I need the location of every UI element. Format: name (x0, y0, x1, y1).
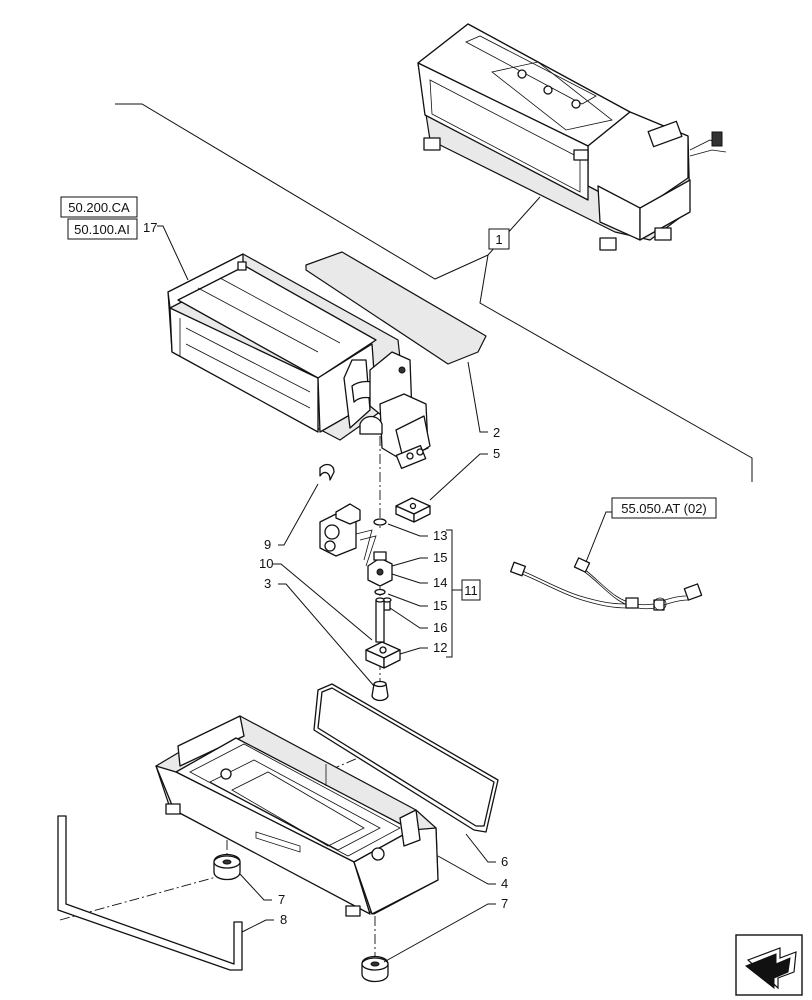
callout-3-label: 3 (264, 576, 271, 591)
arrow-back-icon[interactable] (735, 934, 803, 996)
callout-7a-leader (239, 873, 272, 901)
reference-50-200-ca[interactable]: 50.200.CA (60, 196, 138, 218)
callout-13-leader (387, 523, 428, 537)
solenoid-valve (319, 503, 377, 567)
rubber-foot-lower (361, 955, 389, 983)
callout-7a-label: 7 (278, 892, 285, 907)
mounting-block (395, 497, 431, 523)
callout-11: 11 (461, 579, 481, 601)
harness-reference-leader (585, 511, 612, 563)
kit-11-bracket (446, 529, 462, 658)
reference-50-200-ca-label: 50.200.CA (68, 200, 130, 215)
callout-7b-leader (383, 903, 496, 963)
callout-17-leader (157, 225, 189, 281)
callout-1: 1 (488, 228, 510, 250)
reference-55-050-at-label: 55.050.AT (02) (621, 501, 707, 516)
callout-1-label: 1 (495, 232, 502, 247)
callout-11-label: 11 (464, 583, 478, 598)
callout-14-leader (391, 573, 428, 584)
end-cap (371, 680, 389, 702)
callout-4-leader (437, 855, 496, 885)
reference-50-100-ai[interactable]: 50.100.AI (67, 218, 138, 240)
evaporator-core (167, 253, 431, 470)
callout-5-leader (429, 453, 488, 501)
callout-12-label: 12 (433, 640, 447, 655)
callout-6-leader (465, 833, 496, 863)
callout-3-leader (278, 583, 375, 687)
sensor-tube (375, 597, 385, 643)
reference-55-050-at[interactable]: 55.050.AT (02) (611, 497, 717, 519)
callout-9-leader (278, 483, 319, 546)
callout-16-label: 16 (433, 620, 447, 635)
callout-8-leader (241, 919, 274, 933)
gasket-sheet (305, 251, 487, 365)
callout-15a-label: 15 (433, 550, 447, 565)
callout-5-label: 5 (493, 446, 500, 461)
wiring-harness (510, 557, 703, 611)
callout-9-label: 9 (264, 537, 271, 552)
callout-8-label: 8 (280, 912, 287, 927)
callout-6-label: 6 (501, 854, 508, 869)
callout-13-label: 13 (433, 528, 447, 543)
callout-17-label: 17 (143, 220, 157, 235)
callout-10-label: 10 (259, 556, 273, 571)
callout-16-leader (389, 607, 428, 629)
callout-15a-leader (391, 557, 428, 567)
callout-14-label: 14 (433, 575, 447, 590)
o-ring-15 (374, 588, 386, 596)
callout-10-leader (273, 563, 373, 641)
lower-housing-tray (155, 715, 439, 917)
evaporator-housing-assembly (417, 23, 727, 251)
callout-7b-label: 7 (501, 896, 508, 911)
retaining-clip (319, 463, 335, 481)
callout-15b-label: 15 (433, 598, 447, 613)
callout-15b-leader (387, 593, 428, 607)
callout-2-leader (467, 361, 488, 433)
reference-50-100-ai-label: 50.100.AI (74, 222, 130, 237)
clamp-block (365, 641, 401, 669)
housing-seal (313, 683, 499, 833)
callout-12-leader (399, 647, 428, 655)
callout-2-label: 2 (493, 425, 500, 440)
callout-4-label: 4 (501, 876, 508, 891)
strap (57, 815, 243, 971)
o-ring-13 (373, 518, 387, 526)
rubber-foot-upper (213, 853, 241, 881)
expansion-valve (367, 551, 393, 587)
